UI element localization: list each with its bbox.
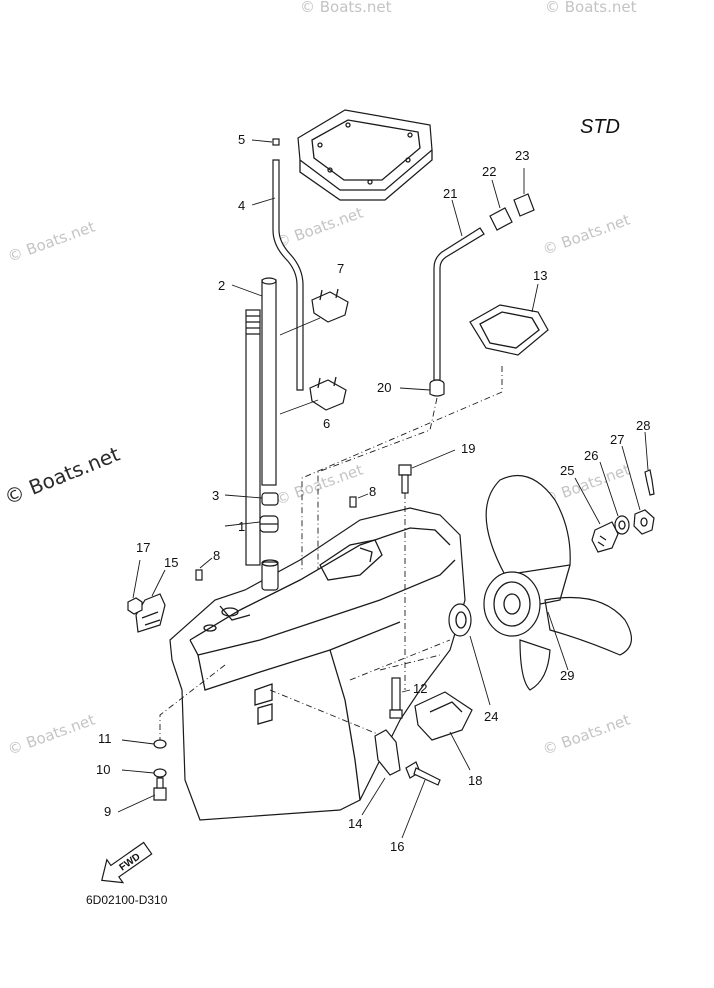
callout-label: 18 (468, 773, 482, 788)
drawing-code: 6D02100-D310 (86, 893, 168, 907)
bolt (389, 677, 411, 719)
anode-bracket (135, 569, 166, 633)
callout-label: 28 (636, 418, 650, 433)
callout-label: 9 (104, 804, 111, 819)
callout-label: 5 (238, 132, 245, 147)
prop-nut (621, 445, 655, 535)
cotter-pin (644, 431, 655, 496)
callout-label: 27 (610, 432, 624, 447)
nut (127, 559, 143, 615)
anode (361, 729, 401, 816)
bolt (398, 449, 456, 494)
spacer (574, 477, 619, 553)
watermark: © Boats.net (300, 0, 392, 16)
callout-label: 6 (323, 416, 330, 431)
callout-label: 7 (337, 261, 344, 276)
grommet (489, 207, 513, 231)
seal (469, 283, 549, 356)
shaft-seal (224, 492, 279, 506)
pin (272, 138, 280, 146)
callout-label: 12 (413, 681, 427, 696)
bolt (117, 777, 167, 813)
callout-label: 22 (482, 164, 496, 179)
callout-label: 14 (348, 816, 362, 831)
watermark: © Boats.net (540, 711, 632, 759)
watermark: © Boats.net (273, 204, 365, 252)
watermark: © Boats.net (5, 218, 97, 266)
callout-label: 8 (369, 484, 376, 499)
callout-label: 16 (390, 839, 404, 854)
callout-label: 2 (218, 278, 225, 293)
callout-label: 21 (443, 186, 457, 201)
watermark: © Boats.net (545, 0, 637, 16)
bolt (401, 761, 441, 839)
propeller (483, 474, 632, 691)
callout-label: 8 (213, 548, 220, 563)
callout-label: 25 (560, 463, 574, 478)
shift-rod (272, 159, 304, 391)
dowel-pin (195, 569, 203, 581)
callout-labels: 1 2 3 4 5 6 7 8 8 9 10 11 12 13 14 15 16… (96, 132, 650, 854)
shift-rod-clip (279, 376, 347, 415)
washer (121, 739, 167, 749)
callout-label: 20 (377, 380, 391, 395)
watermark: © Boats.net (540, 211, 632, 259)
callout-label: 13 (533, 268, 547, 283)
variant-label: STD (580, 116, 620, 138)
assembly-guide-lines (159, 366, 503, 740)
thrust-washer (448, 603, 491, 706)
cover-plate (297, 109, 433, 201)
water-seal (513, 193, 535, 217)
watermark: © Boats.net (5, 711, 97, 759)
drive-shaft (231, 277, 277, 566)
water-tube-grommet (399, 379, 445, 397)
callout-label: 19 (461, 441, 475, 456)
callout-label: 29 (560, 668, 574, 683)
callout-label: 10 (96, 762, 110, 777)
forward-arrow: FWD (101, 841, 153, 884)
washer (599, 461, 630, 535)
water-tube (433, 227, 485, 381)
callout-label: 11 (98, 731, 112, 746)
callout-label: 26 (584, 448, 598, 463)
lock-washer (121, 768, 167, 778)
callout-label: 3 (212, 488, 219, 503)
callout-label: 23 (515, 148, 529, 163)
shaft-bushing (224, 515, 279, 533)
callout-label: 17 (136, 540, 150, 555)
lower-casing (169, 507, 466, 821)
callout-label: 4 (238, 198, 245, 213)
callout-label: 24 (484, 709, 498, 724)
shift-rod-clip (279, 288, 349, 336)
copyright-mark: © Boats.net (1, 442, 123, 510)
trim-tab (414, 691, 473, 771)
callout-label: 1 (238, 519, 245, 534)
callout-label: 15 (164, 555, 178, 570)
dowel-pin (349, 496, 357, 508)
